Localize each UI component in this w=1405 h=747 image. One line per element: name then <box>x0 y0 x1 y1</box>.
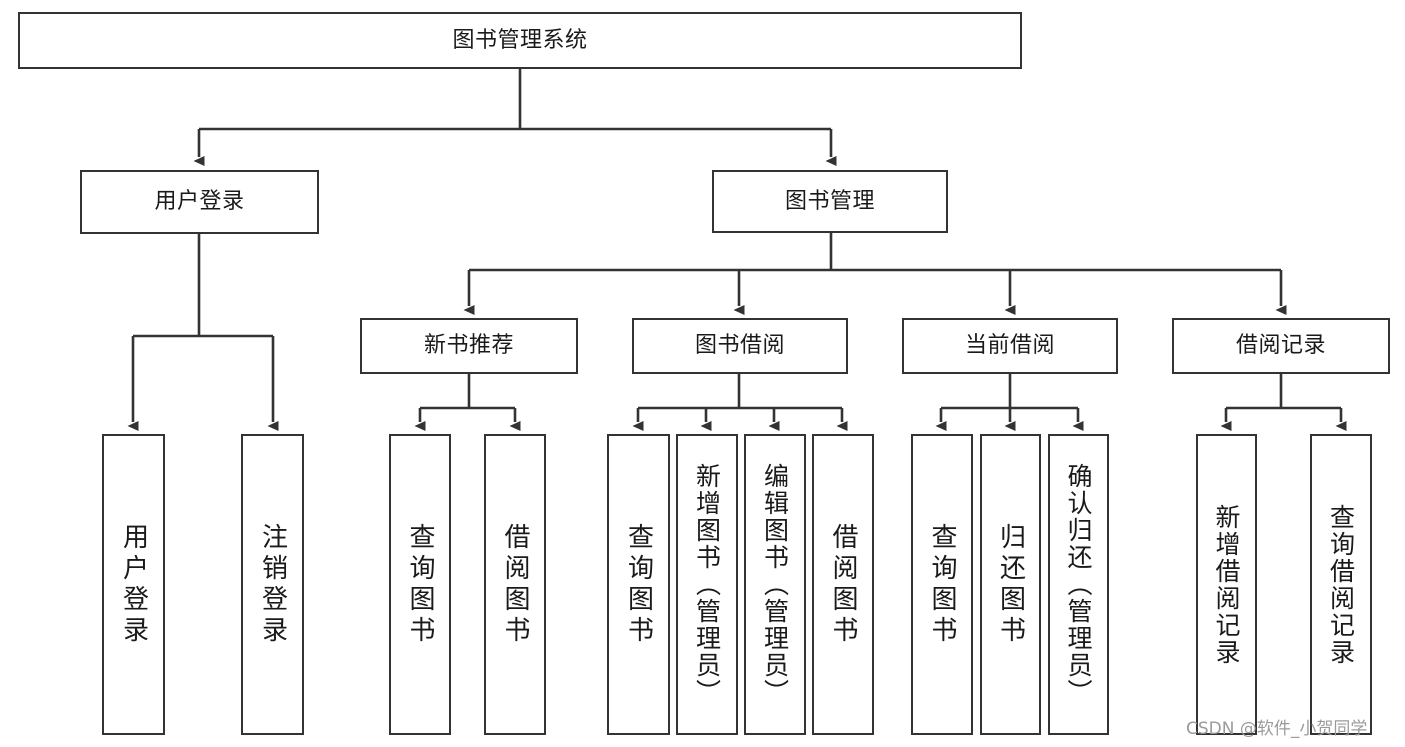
node-leaf-borrow-book-1[interactable]: 借阅图书 <box>484 434 546 735</box>
node-root-label: 图书管理系统 <box>452 27 588 53</box>
node-leaf-borrow-book-1-label: 借阅图书 <box>500 522 530 647</box>
node-leaf-user-logout[interactable]: 注销登录 <box>241 434 304 735</box>
node-borrow-record-label: 借阅记录 <box>1235 333 1326 359</box>
node-leaf-borrow-book-2[interactable]: 借阅图书 <box>812 434 874 735</box>
node-leaf-confirm-return-label: 确认归还（管理员） <box>1064 463 1093 706</box>
node-leaf-return-book-label: 归还图书 <box>995 522 1026 647</box>
node-leaf-add-record-label: 新增借阅记录 <box>1212 503 1241 666</box>
node-leaf-query-book-3[interactable]: 查询图书 <box>911 434 973 735</box>
node-leaf-query-book-1-label: 查询图书 <box>405 522 435 647</box>
node-book-management-label: 图书管理 <box>784 188 875 214</box>
node-user-login[interactable]: 用户登录 <box>80 170 319 234</box>
node-leaf-edit-book[interactable]: 编辑图书（管理员） <box>744 434 806 735</box>
node-current-borrow-label: 当前借阅 <box>964 333 1055 359</box>
node-leaf-add-book[interactable]: 新增图书（管理员） <box>676 434 738 735</box>
node-leaf-query-book-2-label: 查询图书 <box>623 522 654 647</box>
node-leaf-user-login[interactable]: 用户登录 <box>102 434 165 735</box>
node-new-book-recommend-label: 新书推荐 <box>423 333 514 359</box>
csdn-watermark: CSDN @软件_小贺同学 <box>1186 719 1368 739</box>
node-book-borrow[interactable]: 图书借阅 <box>632 318 848 374</box>
node-user-login-label: 用户登录 <box>154 189 245 215</box>
node-book-borrow-label: 图书借阅 <box>694 333 785 359</box>
node-leaf-query-record-label: 查询借阅记录 <box>1326 503 1356 666</box>
node-leaf-add-record[interactable]: 新增借阅记录 <box>1196 434 1257 735</box>
node-root[interactable]: 图书管理系统 <box>18 12 1022 69</box>
node-leaf-user-login-label: 用户登录 <box>118 522 149 647</box>
node-leaf-confirm-return[interactable]: 确认归还（管理员） <box>1048 434 1109 735</box>
node-new-book-recommend[interactable]: 新书推荐 <box>360 318 578 374</box>
node-current-borrow[interactable]: 当前借阅 <box>902 318 1118 374</box>
node-leaf-query-book-1[interactable]: 查询图书 <box>389 434 451 735</box>
node-book-management[interactable]: 图书管理 <box>712 170 948 233</box>
node-leaf-query-book-3-label: 查询图书 <box>927 522 957 647</box>
node-leaf-edit-book-label: 编辑图书（管理员） <box>760 463 790 706</box>
node-leaf-borrow-book-2-label: 借阅图书 <box>828 522 858 647</box>
node-leaf-return-book[interactable]: 归还图书 <box>980 434 1041 735</box>
node-leaf-query-book-2[interactable]: 查询图书 <box>607 434 670 735</box>
node-leaf-user-logout-label: 注销登录 <box>257 522 288 647</box>
node-leaf-query-record[interactable]: 查询借阅记录 <box>1310 434 1372 735</box>
node-borrow-record[interactable]: 借阅记录 <box>1172 318 1390 374</box>
node-leaf-add-book-label: 新增图书（管理员） <box>692 463 722 706</box>
